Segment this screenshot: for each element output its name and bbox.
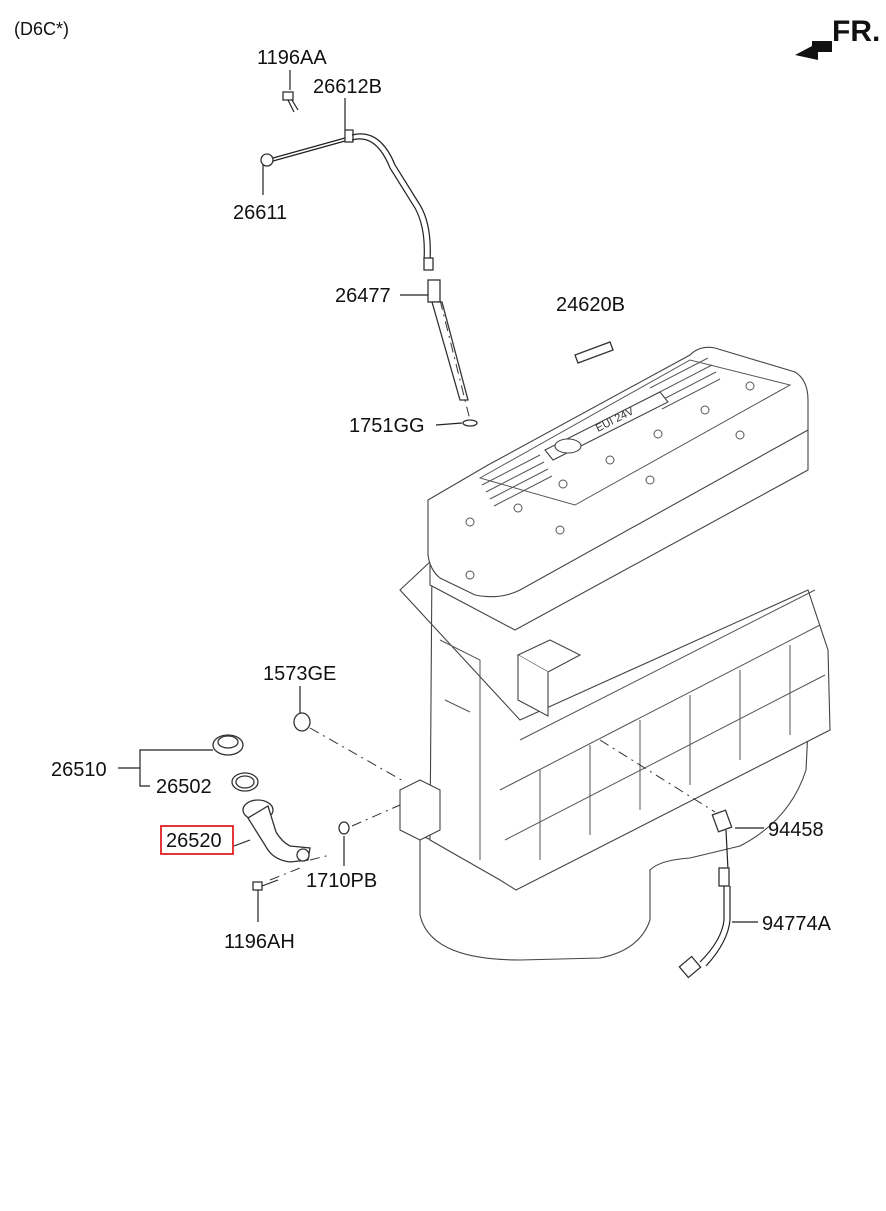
part-label-26502[interactable]: 26502 (156, 776, 212, 798)
part-label-26611[interactable]: 26611 (233, 202, 287, 224)
highlight-box (160, 825, 234, 855)
part-label-94458[interactable]: 94458 (768, 819, 824, 841)
part-label-26510[interactable]: 26510 (51, 759, 107, 781)
part-label-1573GE[interactable]: 1573GE (263, 663, 336, 685)
part-label-1196AH[interactable]: 1196AH (224, 931, 295, 953)
part-label-24620B[interactable]: 24620B (556, 294, 625, 316)
engine-block: EUI 24V (399, 346, 831, 961)
front-arrow-icon (795, 41, 832, 60)
leader-lines (118, 70, 764, 923)
part-label-94774A[interactable]: 94774A (762, 913, 832, 935)
sensor-assembly (678, 809, 733, 979)
part-label-1710PB[interactable]: 1710PB (306, 870, 377, 892)
oil-filler-assembly (212, 712, 350, 891)
dipstick-assembly (260, 91, 614, 427)
front-direction-label: FR. (832, 15, 880, 48)
part-label-1751GG[interactable]: 1751GG (349, 415, 425, 437)
part-label-26477[interactable]: 26477 (335, 285, 391, 307)
front-direction-indicator: FR. (795, 15, 880, 60)
part-label-26612B[interactable]: 26612B (313, 76, 382, 98)
part-label-26520[interactable]: 26520 (166, 830, 222, 852)
variant-label: (D6C*) (14, 19, 69, 39)
part-label-1196AA[interactable]: 1196AA (257, 47, 327, 69)
installation-lines (269, 299, 716, 881)
